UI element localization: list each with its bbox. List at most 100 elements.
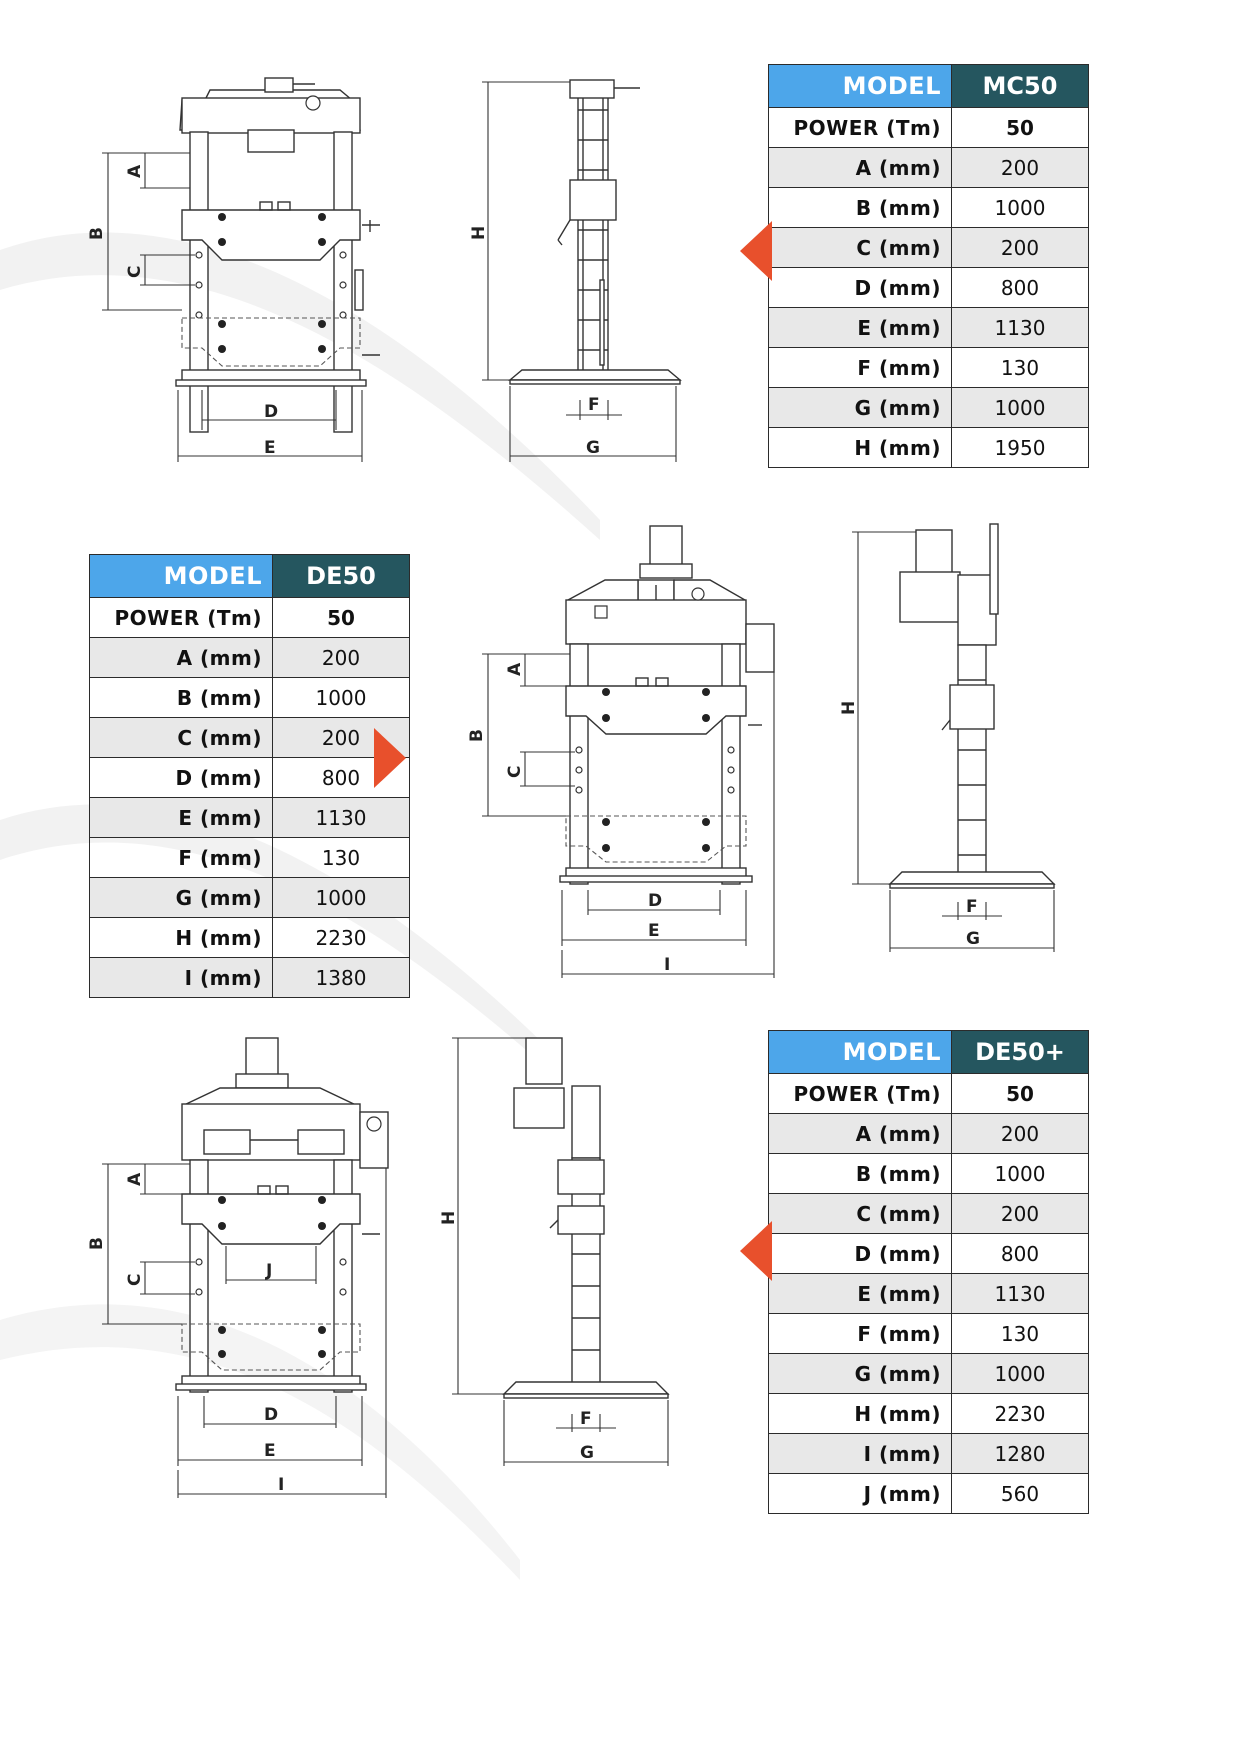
row-value: 2230 — [951, 1393, 1089, 1434]
dim-label-d: D — [264, 1405, 278, 1425]
row-label: H (mm) — [768, 427, 952, 468]
row-label: D (mm) — [89, 757, 273, 798]
row-label: H (mm) — [768, 1393, 952, 1434]
row-value: 130 — [951, 1313, 1089, 1354]
row-label: POWER (Tm) — [768, 107, 952, 148]
row-label: H (mm) — [89, 917, 273, 958]
row-label: D (mm) — [768, 1233, 952, 1274]
dim-label-h: H — [469, 226, 489, 240]
row-value: 1000 — [951, 1353, 1089, 1394]
dim-label-f: F — [966, 897, 978, 917]
row-label: J (mm) — [768, 1473, 952, 1514]
mc50-front-view: A B C D E — [87, 77, 380, 462]
de50-plus-front-view: J A B C D E I — [87, 1037, 389, 1498]
model-label: MODEL — [768, 64, 952, 108]
dim-label-h: H — [439, 1211, 459, 1225]
model-label: MODEL — [89, 554, 273, 598]
row-value: 200 — [951, 1113, 1089, 1154]
row-label: F (mm) — [89, 837, 273, 878]
dim-label-b: B — [87, 1237, 107, 1250]
row-value: 50 — [272, 597, 410, 638]
row-value: 1950 — [951, 427, 1089, 468]
row-value: 50 — [951, 1073, 1089, 1114]
row-value: 130 — [951, 347, 1089, 388]
pointer-marker — [374, 728, 406, 788]
dim-label-c: C — [125, 1274, 145, 1286]
dim-label-i: I — [278, 1475, 284, 1495]
pointer-marker — [740, 1221, 772, 1281]
row-value: 1000 — [272, 677, 410, 718]
row-label: F (mm) — [768, 1313, 952, 1354]
row-label: E (mm) — [89, 797, 273, 838]
dim-label-g: G — [580, 1443, 594, 1463]
dim-label-e: E — [264, 438, 276, 458]
row-label: C (mm) — [768, 227, 952, 268]
row-value: 130 — [272, 837, 410, 878]
row-label: F (mm) — [768, 347, 952, 388]
dim-label-a: A — [505, 662, 525, 676]
row-label: B (mm) — [768, 1153, 952, 1194]
model-label: MODEL — [768, 1030, 952, 1074]
row-value: 1130 — [272, 797, 410, 838]
row-value: 200 — [951, 147, 1089, 188]
row-label: D (mm) — [768, 267, 952, 308]
dim-label-d: D — [648, 891, 662, 911]
row-value: 2230 — [272, 917, 410, 958]
dim-label-g: G — [966, 929, 980, 949]
row-label: E (mm) — [768, 1273, 952, 1314]
row-label: B (mm) — [768, 187, 952, 228]
row-value: 560 — [951, 1473, 1089, 1514]
row-label: C (mm) — [768, 1193, 952, 1234]
dim-label-f: F — [580, 1409, 592, 1429]
row-label: POWER (Tm) — [768, 1073, 952, 1114]
row-value: 50 — [951, 107, 1089, 148]
dim-label-j: J — [265, 1261, 272, 1281]
row-value: 1130 — [951, 1273, 1089, 1314]
row-label: G (mm) — [89, 877, 273, 918]
row-label: G (mm) — [768, 1353, 952, 1394]
row-value: 1380 — [272, 957, 410, 998]
row-value: 1000 — [951, 1153, 1089, 1194]
row-label: A (mm) — [89, 637, 273, 678]
pointer-marker — [740, 221, 772, 281]
de50-front-view: A B C D E I — [467, 525, 775, 978]
model-name: MC50 — [951, 64, 1089, 108]
dim-label-d: D — [264, 402, 278, 422]
row-value: 800 — [951, 267, 1089, 308]
row-label: I (mm) — [768, 1433, 952, 1474]
row-value: 200 — [951, 1193, 1089, 1234]
row-value: 1000 — [951, 387, 1089, 428]
dim-label-e: E — [648, 921, 660, 941]
row-label: E (mm) — [768, 307, 952, 348]
dim-label-a: A — [125, 164, 145, 178]
row-value: 200 — [951, 227, 1089, 268]
de50-plus-side-view: H F G — [439, 1037, 670, 1466]
row-value: 800 — [951, 1233, 1089, 1274]
dim-label-e: E — [264, 1441, 276, 1461]
model-name: DE50+ — [951, 1030, 1089, 1074]
row-value: 1000 — [272, 877, 410, 918]
row-label: B (mm) — [89, 677, 273, 718]
row-value: 1280 — [951, 1433, 1089, 1474]
dim-label-c: C — [125, 266, 145, 278]
model-name: DE50 — [272, 554, 410, 598]
dim-label-c: C — [505, 766, 525, 778]
dim-label-f: F — [588, 395, 600, 415]
row-label: G (mm) — [768, 387, 952, 428]
dim-label-b: B — [87, 227, 107, 240]
row-value: 200 — [272, 637, 410, 678]
dim-label-a: A — [125, 1172, 145, 1186]
row-value: 1000 — [951, 187, 1089, 228]
dim-label-g: G — [586, 438, 600, 458]
dim-label-h: H — [839, 701, 859, 715]
de50-side-view: H F G — [839, 523, 1056, 952]
row-label: A (mm) — [768, 1113, 952, 1154]
mc50-side-view: H F G — [469, 79, 682, 462]
row-label: A (mm) — [768, 147, 952, 188]
dim-label-b: B — [467, 729, 487, 742]
dim-label-i: I — [664, 955, 670, 975]
row-label: POWER (Tm) — [89, 597, 273, 638]
